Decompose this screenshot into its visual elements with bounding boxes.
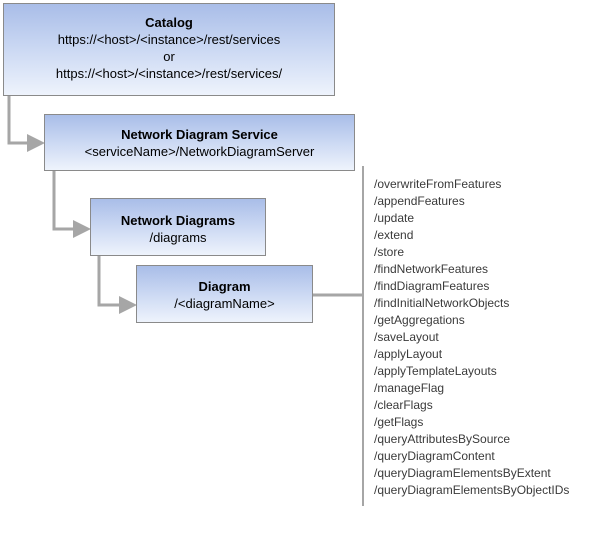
operation-item: /queryDiagramContent bbox=[374, 449, 495, 463]
operation-item: /overwriteFromFeatures bbox=[374, 177, 502, 191]
catalog-title: Catalog bbox=[145, 15, 193, 30]
operation-item: /queryDiagramElementsByExtent bbox=[374, 466, 551, 480]
operation-item: /getFlags bbox=[374, 415, 424, 429]
network-diagrams-box: Network Diagrams /diagrams bbox=[90, 198, 266, 256]
operation-item: /saveLayout bbox=[374, 330, 439, 344]
operation-item: /update bbox=[374, 211, 415, 225]
operation-item: /queryDiagramElementsByObjectIDs bbox=[374, 483, 570, 497]
network-diagram-service-box: Network Diagram Service <serviceName>/Ne… bbox=[44, 114, 355, 171]
operation-item: /applyLayout bbox=[374, 347, 443, 361]
operation-item: /store bbox=[374, 245, 405, 259]
operation-item: /manageFlag bbox=[374, 381, 445, 395]
service-to-diagrams-connector bbox=[52, 171, 91, 238]
service-title: Network Diagram Service bbox=[121, 127, 278, 142]
operation-item: /extend bbox=[374, 228, 414, 242]
operation-item: /appendFeatures bbox=[374, 194, 465, 208]
catalog-url-alt: https://<host>/<instance>/rest/services/ bbox=[55, 66, 283, 81]
catalog-box: Catalog https://<host>/<instance>/rest/s… bbox=[3, 3, 335, 96]
operation-item: /applyTemplateLayouts bbox=[374, 364, 497, 378]
operation-item: /findDiagramFeatures bbox=[374, 279, 490, 293]
operation-item: /findInitialNetworkObjects bbox=[374, 296, 510, 310]
diagrams-to-diagram-connector bbox=[97, 256, 137, 314]
operation-item: /queryAttributesBySource bbox=[374, 432, 511, 446]
diagram-path: /<diagramName> bbox=[174, 296, 275, 311]
service-path: <serviceName>/NetworkDiagramServer bbox=[84, 144, 315, 159]
diagrams-path: /diagrams bbox=[149, 230, 207, 245]
operation-item: /findNetworkFeatures bbox=[374, 262, 489, 276]
operation-item: /getAggregations bbox=[374, 313, 465, 327]
diagrams-title: Network Diagrams bbox=[120, 213, 236, 228]
operation-item: /clearFlags bbox=[374, 398, 433, 412]
diagram-box: Diagram /<diagramName> bbox=[136, 265, 313, 323]
diagram-title: Diagram bbox=[198, 279, 251, 294]
operations-list: /overwriteFromFeatures /appendFeatures /… bbox=[374, 176, 569, 499]
catalog-or-text: or bbox=[163, 49, 175, 64]
catalog-to-service-connector bbox=[7, 96, 45, 152]
catalog-url: https://<host>/<instance>/rest/services bbox=[57, 32, 281, 47]
